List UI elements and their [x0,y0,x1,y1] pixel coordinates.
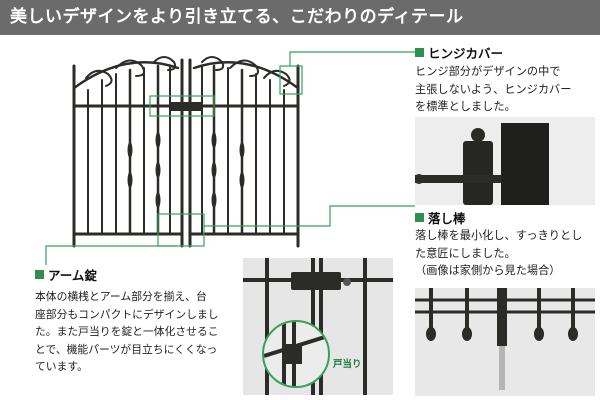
door-stop-inset [262,320,330,388]
section-marker-icon [415,213,424,222]
door-stop-label: 戸当り [333,359,362,370]
page-title: 美しいデザインをより引き立てる、こだわりのディテール [0,0,600,35]
drop-rod-text: 落し棒を最小化し、すっきりとし た意匠にしました。 （画像は家側から見た場合） [415,229,583,277]
hinge-cover-title: ヒンジカバー [415,43,503,62]
gate-illustration [66,40,306,254]
drop-rod-title: 落し棒 [415,208,466,227]
arm-lock-text: 本体の横桟とアーム部分を揃え、台 座部分もコンパクトにデザインしまし た。また戸… [35,290,219,373]
hinge-cover-photo [415,117,595,205]
hinge-cover-text: ヒンジ部分がデザインの中で 主張しないよう、ヒンジカバー を標準としました。 [415,65,572,113]
arm-lock-title: アーム錠 [35,265,97,284]
drop-rod-photo [415,288,595,396]
section-marker-icon [35,270,44,279]
section-marker-icon [415,48,424,57]
